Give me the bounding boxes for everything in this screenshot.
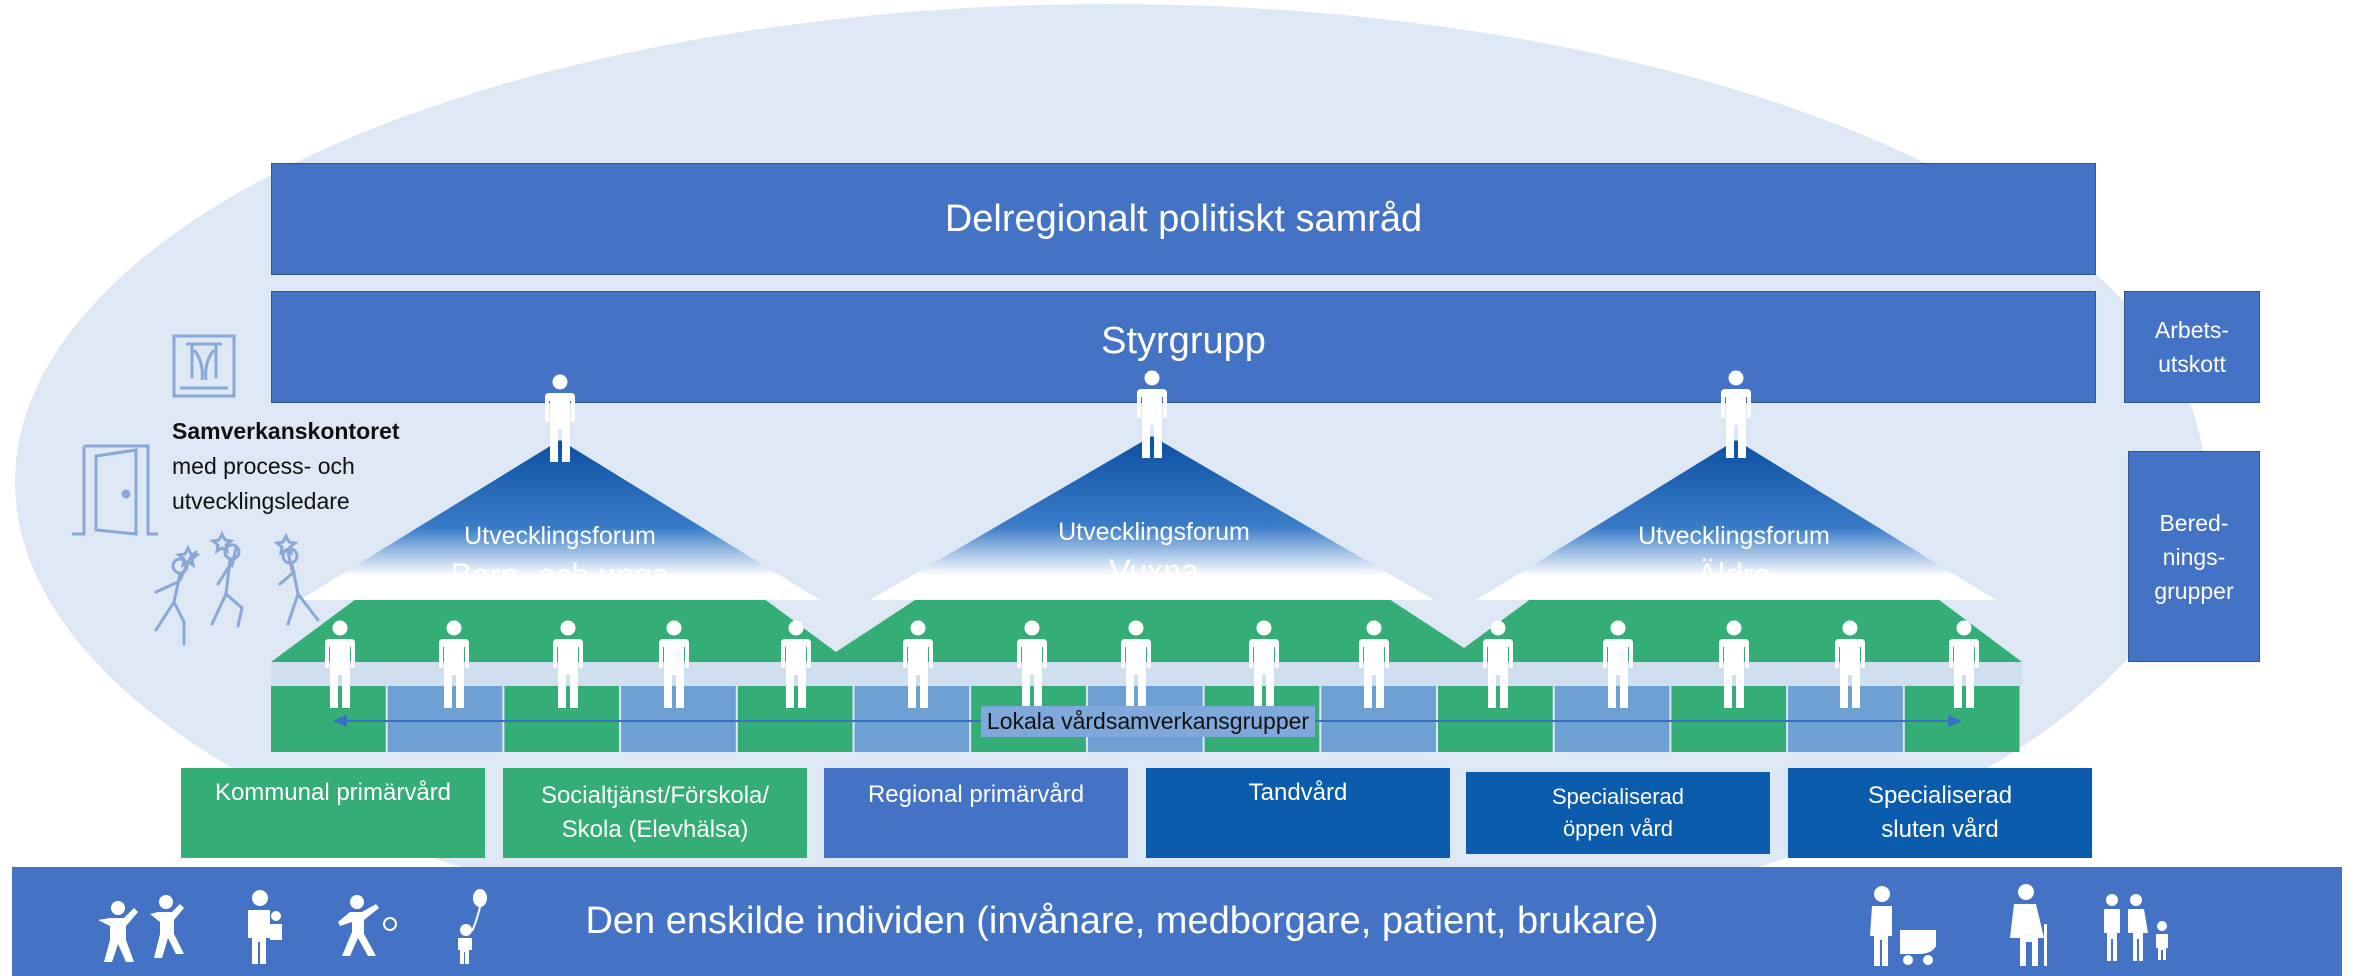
forum-label-barn: Utvecklingsforum Barn- och unga: [360, 522, 760, 594]
category-label: Specialiserad sluten vård: [1867, 782, 2013, 843]
office-text: Samverkanskontoret med process- och utve…: [172, 414, 442, 519]
local-group-tile: [271, 686, 386, 752]
parent-with-child-icon: [248, 890, 282, 964]
individual-bar: Den enskilde individen (invånare, medbor…: [12, 867, 2342, 976]
preparation-groups-box: Bered- nings- grupper: [2128, 451, 2260, 662]
local-groups-label-box: Lokala vårdsamverkansgrupper: [898, 703, 1398, 739]
category-label: Tandvård: [1248, 779, 1348, 806]
forum-triangle: [1476, 440, 1996, 600]
working-committee-box: Arbets- utskott: [2124, 291, 2260, 403]
forum-name: Barn- och unga: [450, 557, 670, 593]
dancing-people-icon: [98, 895, 184, 962]
forum-title: Utvecklingsforum: [464, 522, 656, 550]
forum-name: Vuxna: [1109, 553, 1199, 589]
forum-triangle: [870, 436, 1434, 600]
forum-title: Utvecklingsforum: [1638, 522, 1830, 550]
office-title: Samverkanskontoret: [172, 418, 400, 444]
door-icon: [72, 444, 158, 536]
family-icon: [2104, 894, 2168, 961]
category-socialtjanst: Socialtjänst/Förskola/ Skola (Elevhälsa): [503, 768, 807, 858]
individual-label-wrap: Den enskilde individen (invånare, medbor…: [12, 867, 2342, 976]
category-kommunal-primarvard: Kommunal primärvård: [181, 768, 485, 858]
category-specialiserad-oppen: Specialiserad öppen vård: [1466, 772, 1770, 854]
local-groups-label: Lokala vårdsamverkansgrupper: [980, 705, 1316, 737]
child-with-balloon-icon: [458, 889, 487, 964]
steering-group-label: Styrgrupp: [1101, 320, 1266, 362]
category-specialiserad-sluten: Specialiserad sluten vård: [1788, 768, 2092, 858]
local-group-tile: [737, 686, 853, 752]
category-tandvard: Tandvård: [1146, 768, 1450, 858]
person-with-stroller-icon: [1870, 886, 1936, 966]
forum-triangle: [300, 440, 820, 600]
tennis-player-icon: [338, 895, 397, 956]
window-icon: [172, 334, 236, 398]
forum-title: Utvecklingsforum: [1058, 518, 1250, 546]
individual-label: Den enskilde individen (invånare, medbor…: [585, 900, 1659, 942]
forum-label-aldre: Utvecklingsforum Äldre: [1534, 522, 1934, 594]
category-label: Specialiserad öppen vård: [1551, 784, 1685, 841]
preparation-groups-label: Bered- nings- grupper: [2154, 509, 2234, 604]
local-group-tile: [1904, 686, 2020, 752]
steering-group-bar: Styrgrupp: [271, 291, 2096, 403]
forum-label-vuxna: Utvecklingsforum Vuxna: [954, 518, 1354, 590]
category-label: Kommunal primärvård: [214, 779, 452, 806]
category-regional-primarvard: Regional primärvård: [824, 768, 1128, 858]
category-label: Socialtjänst/Förskola/ Skola (Elevhälsa): [540, 782, 770, 843]
elderly-with-cane-icon: [2010, 884, 2047, 966]
political-council-bar: Delregionalt politiskt samråd: [271, 163, 2096, 275]
category-label: Regional primärvård: [867, 781, 1085, 808]
working-committee-label: Arbets- utskott: [2154, 317, 2230, 377]
political-council-label: Delregionalt politiskt samråd: [944, 197, 1423, 240]
forum-name: Äldre: [1696, 557, 1772, 593]
office-subtitle: med process- och utvecklingsledare: [172, 453, 355, 514]
celebrating-people-icon: [154, 530, 320, 646]
